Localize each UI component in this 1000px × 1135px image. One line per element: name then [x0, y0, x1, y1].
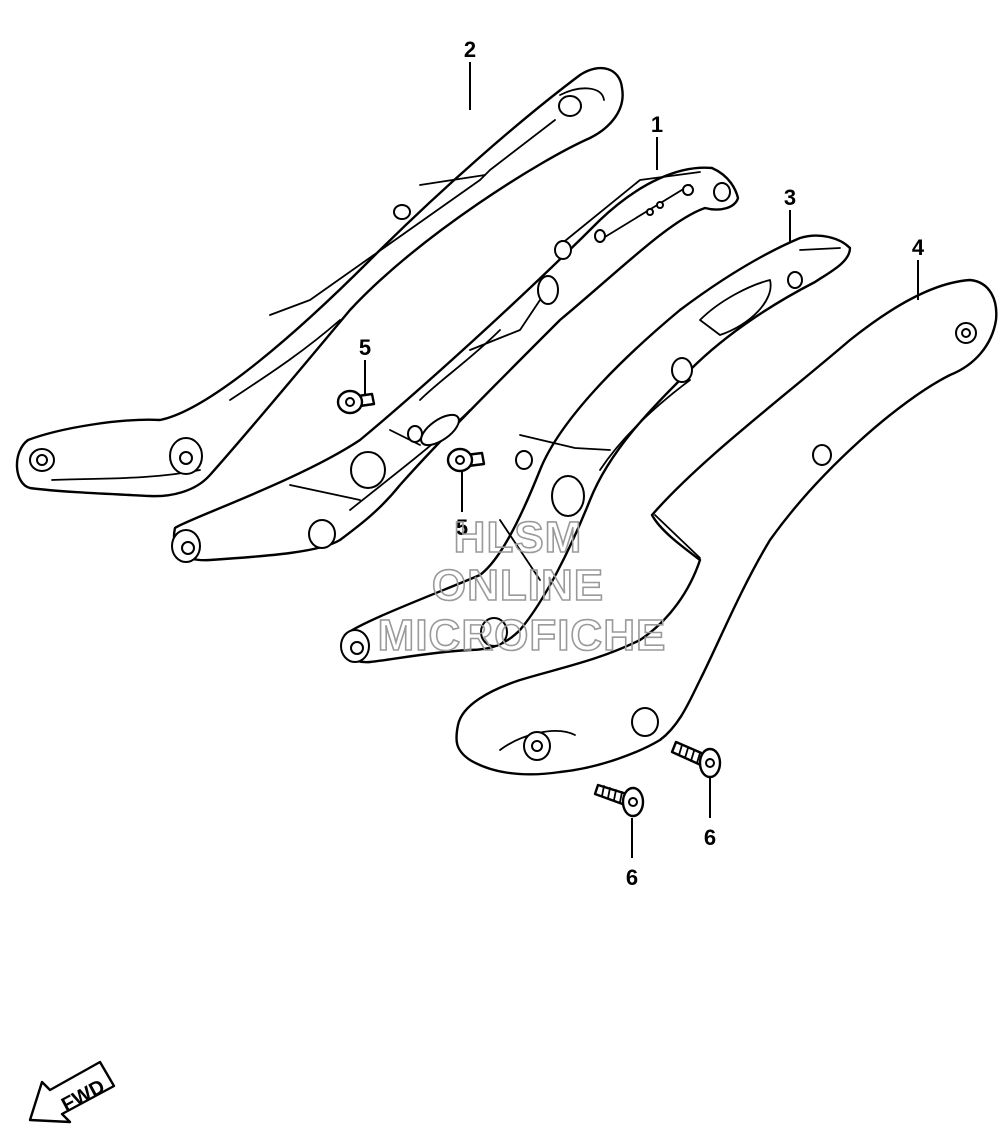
rail-hole — [961, 328, 971, 338]
callout-5b: 5 — [456, 515, 468, 540]
bolt-5a[interactable] — [336, 389, 376, 415]
bracket-hole — [350, 451, 386, 489]
bracket-hole — [682, 184, 694, 196]
bracket-hole — [713, 182, 731, 202]
rail-hole — [179, 451, 193, 465]
watermark-line-2: ONLINE — [432, 561, 604, 610]
callout-1: 1 — [651, 112, 663, 137]
rail-hole — [631, 707, 659, 737]
rail-hole — [812, 444, 832, 466]
bracket-hole — [656, 201, 664, 209]
rail-hole — [393, 204, 411, 220]
bracket-hole — [480, 617, 508, 647]
watermark: HLSM ONLINE MICROFICHE — [377, 512, 667, 661]
bracket-hole — [554, 240, 572, 260]
callout-2: 2 — [464, 37, 476, 62]
bolt-5b[interactable] — [446, 447, 486, 473]
bracket-hole — [350, 641, 364, 655]
bracket-hole — [671, 357, 693, 383]
watermark-line-3: MICROFICHE — [378, 611, 667, 660]
bracket-hole — [594, 229, 606, 243]
callout-5a: 5 — [359, 335, 371, 360]
bracket-hole — [515, 450, 533, 470]
bracket-hole — [551, 475, 585, 517]
callout-3: 3 — [784, 185, 796, 210]
rail-hole — [558, 95, 582, 117]
callout-6a: 6 — [626, 865, 638, 890]
bracket-hole — [308, 519, 336, 549]
part-3-bracket[interactable] — [340, 234, 852, 664]
callout-6b: 6 — [704, 825, 716, 850]
screw-6b[interactable] — [670, 740, 722, 779]
rail-hole — [531, 740, 543, 752]
bracket-hole — [537, 275, 559, 305]
callout-4: 4 — [912, 235, 925, 260]
watermark-line-1: HLSM — [454, 513, 583, 562]
part-2-rail[interactable] — [15, 66, 624, 498]
bracket-hole — [646, 208, 654, 216]
bracket-hole — [787, 271, 803, 289]
screw-6a[interactable] — [593, 783, 645, 818]
part-1-bracket[interactable] — [171, 166, 740, 563]
bracket-hole — [420, 413, 460, 447]
bracket-hole — [407, 425, 423, 443]
rail-hole — [36, 454, 48, 466]
fwd-arrow-icon: FWD — [28, 1060, 116, 1124]
bracket-hole — [181, 541, 195, 555]
part-4-rail[interactable] — [455, 278, 998, 776]
